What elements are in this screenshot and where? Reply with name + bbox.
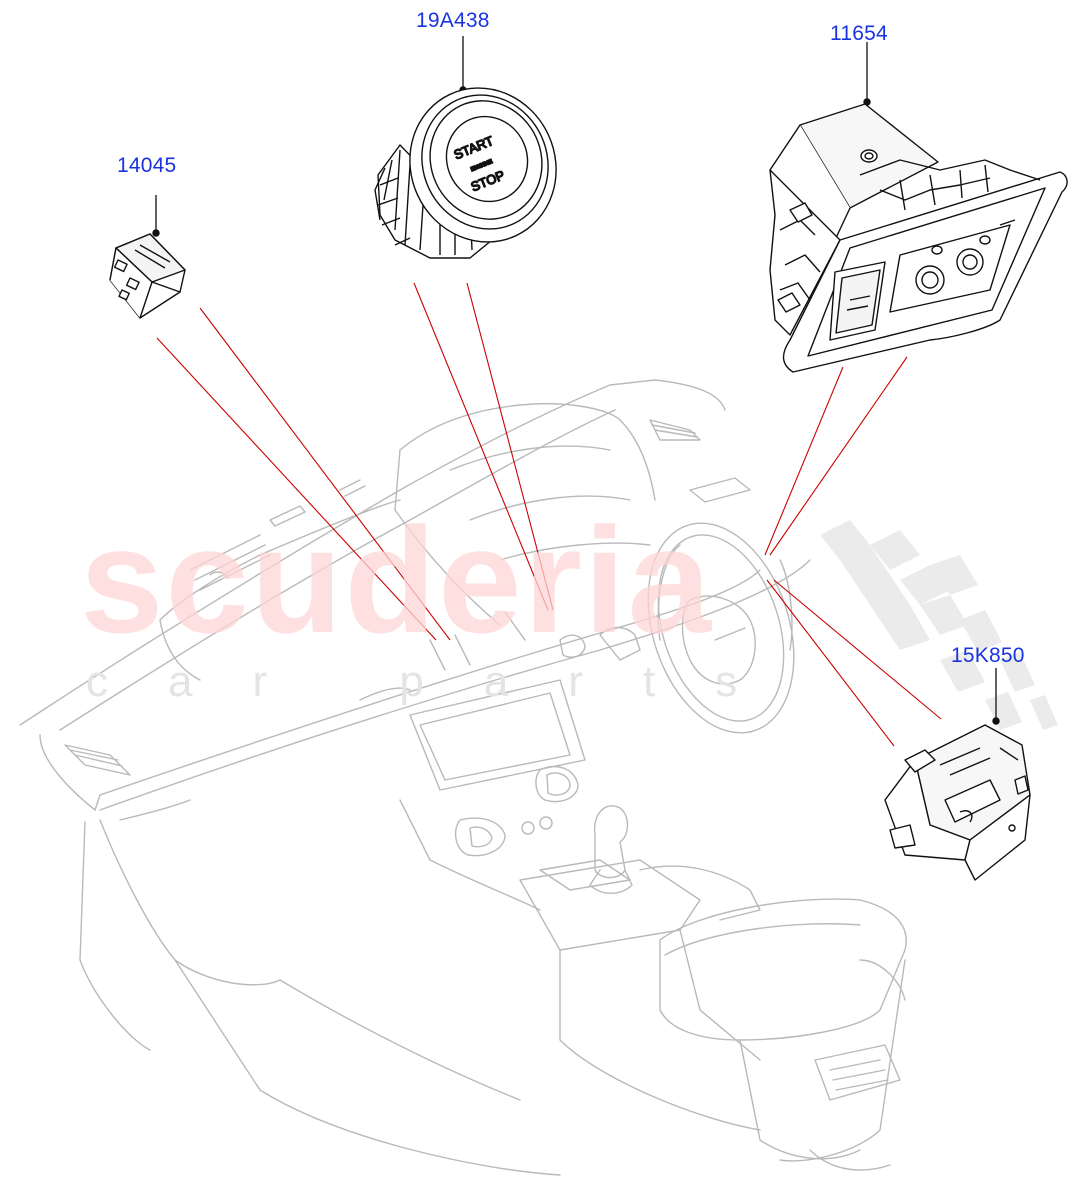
checkered-flag-watermark — [820, 520, 1058, 730]
start-stop-button-drawing: START ENGINE STOP — [374, 36, 557, 259]
light-switch-panel-drawing — [769, 42, 1068, 373]
dashboard-outline — [19, 379, 907, 1176]
column-switch-drawing — [884, 668, 1031, 881]
part-label-11654[interactable]: 11654 — [830, 22, 888, 45]
watermark-sub: car parts — [86, 657, 798, 706]
part-label-19A438[interactable]: 19A438 — [416, 9, 490, 32]
part-label-15K850[interactable]: 15K850 — [951, 644, 1025, 667]
leader-lines — [156, 282, 942, 747]
switch-14045-drawing — [109, 195, 186, 319]
watermark-main: scuderia — [80, 496, 713, 664]
part-label-14045[interactable]: 14045 — [117, 154, 177, 177]
